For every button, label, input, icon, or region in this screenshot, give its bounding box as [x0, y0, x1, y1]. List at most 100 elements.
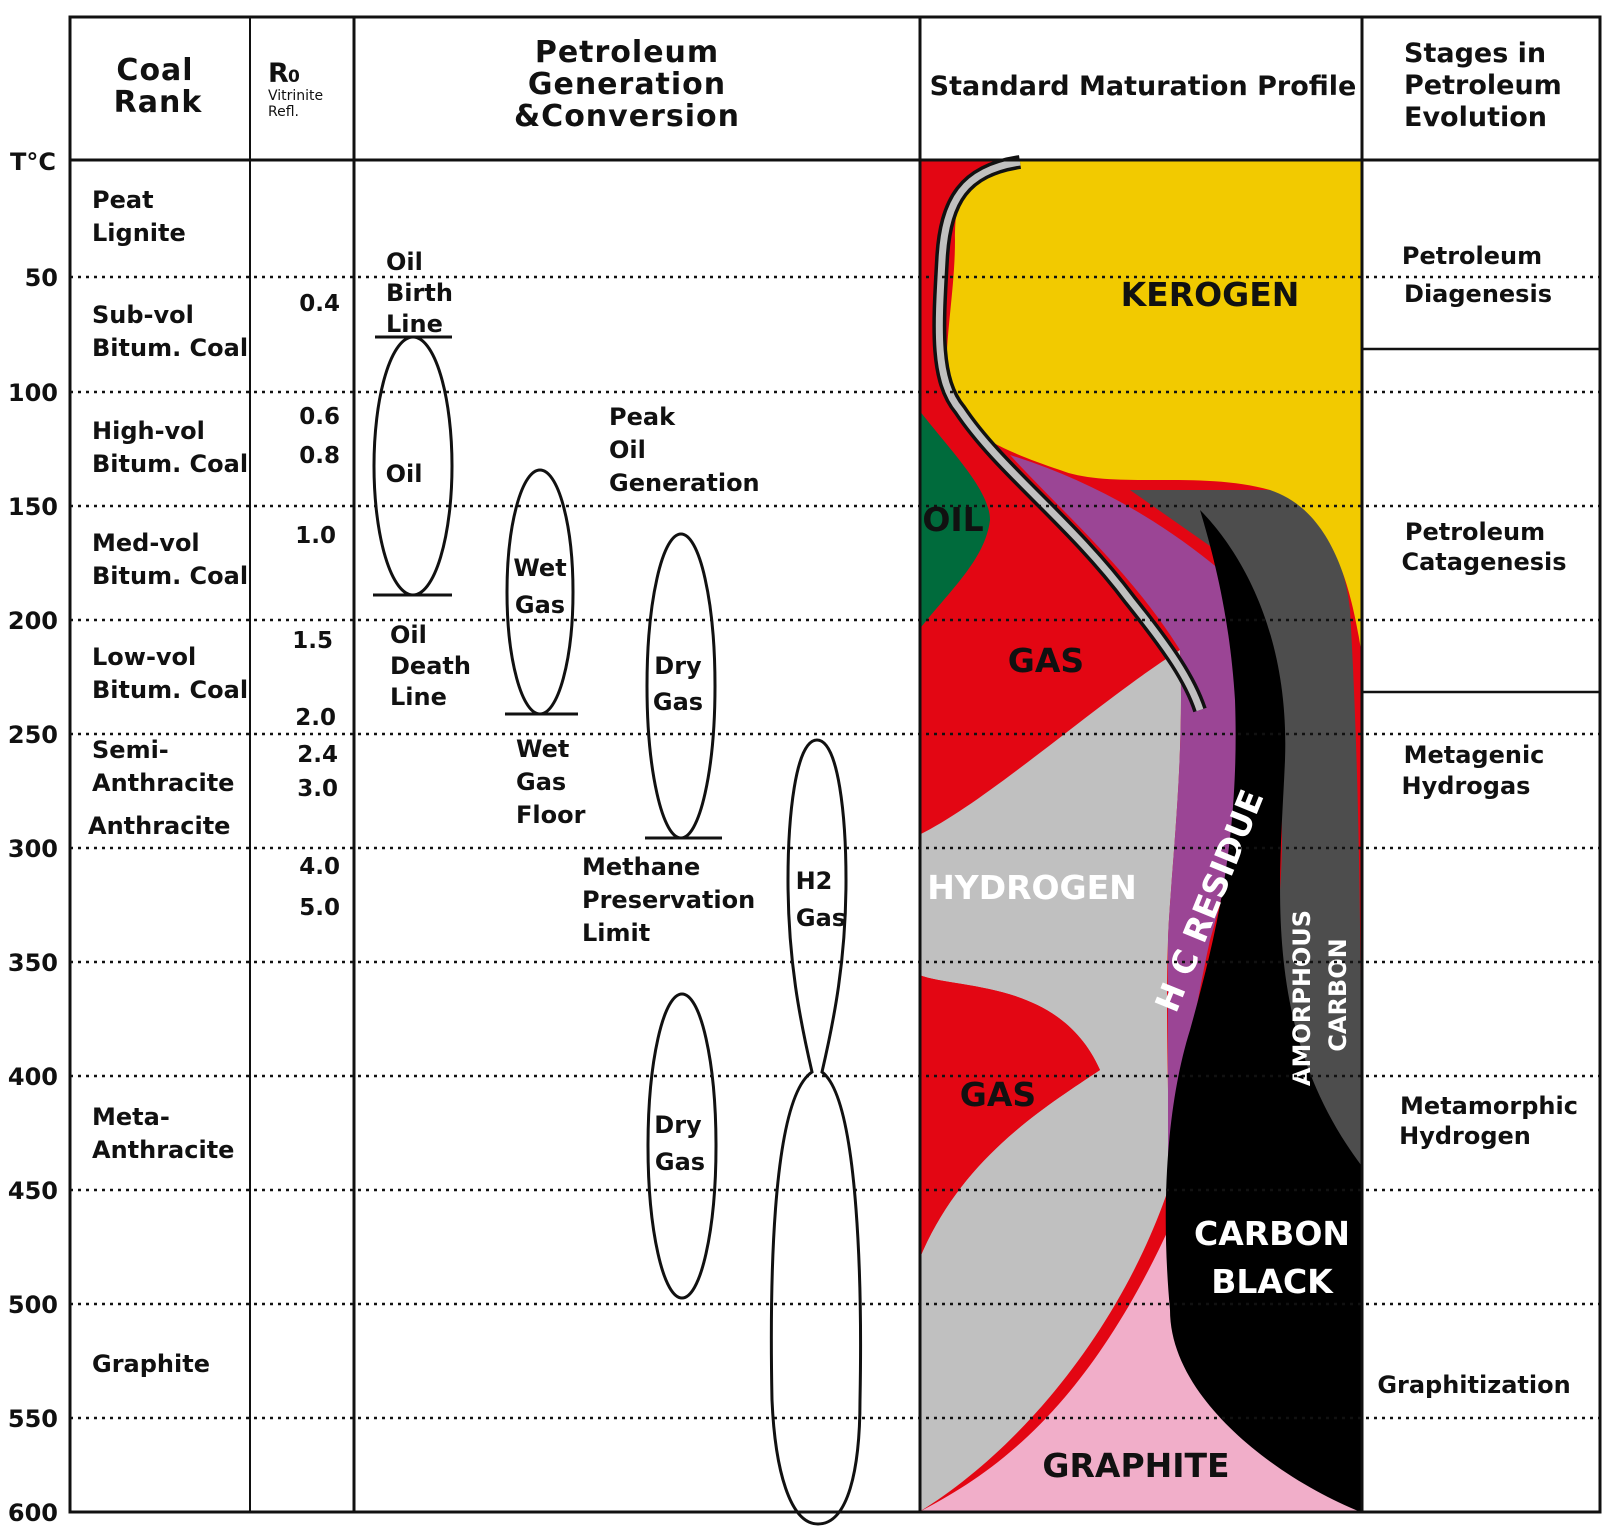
ro-value-0-4: 0.4: [299, 291, 340, 317]
ro-caption-2: Refl.: [268, 104, 299, 120]
stage-diagenesis-1: Petroleum: [1402, 242, 1542, 270]
oil-death-3: Line: [390, 683, 447, 711]
stage-graphitization: Graphitization: [1377, 1371, 1570, 1399]
stages-column: Petroleum Diagenesis Petroleum Catagenes…: [1377, 242, 1578, 1399]
temp-tick-300: 300: [8, 835, 58, 863]
hc-residue-area: [1010, 455, 1243, 1170]
oil-birth-1: Oil: [386, 248, 423, 276]
carbon-black-label-2: BLACK: [1211, 1262, 1334, 1301]
temp-tick-500: 500: [8, 1291, 58, 1319]
stage-hydrogas-2: Hydrogas: [1402, 772, 1531, 800]
temp-tick-400: 400: [8, 1063, 58, 1091]
stages-header-2: Petroleum: [1404, 70, 1562, 101]
stage-catagenesis-2: Catagenesis: [1401, 548, 1566, 576]
kerogen-area: [946, 160, 1361, 650]
coal-rank-subvol-1: Sub-vol: [92, 301, 194, 329]
coal-rank-column: Peat Lignite Sub-vol Bitum. Coal High-vo…: [88, 186, 248, 1378]
temp-tick-150: 150: [8, 493, 58, 521]
ro-value-3-0: 3.0: [297, 776, 338, 802]
wet-gas-2: Gas: [515, 591, 565, 619]
amorphous-label-1: AMORPHOUS: [1288, 910, 1316, 1086]
temp-tick-250: 250: [8, 721, 58, 749]
peak-oil-3: Generation: [609, 469, 760, 497]
maturation-profile: KEROGEN OIL GAS HYDROGEN H C RESIDUE AMO…: [919, 155, 1361, 1512]
temp-tick-200: 200: [8, 607, 58, 635]
petroleum-header-3: &Conversion: [514, 99, 740, 134]
ro-value-0-6: 0.6: [299, 404, 340, 430]
dry-gas-lower-1: Dry: [654, 1111, 702, 1139]
peak-oil-2: Oil: [609, 436, 646, 464]
dry-gas-upper-1: Dry: [654, 652, 702, 680]
coal-rank-lignite: Lignite: [92, 219, 186, 247]
coal-rank-subvol-2: Bitum. Coal: [92, 334, 248, 362]
temp-tick-350: 350: [8, 949, 58, 977]
stage-metamorphic-2: Hydrogen: [1399, 1122, 1531, 1150]
wet-gas-floor-2: Gas: [516, 768, 566, 796]
oil-label: Oil: [386, 460, 423, 488]
wet-gas-floor-1: Wet: [516, 735, 569, 763]
coal-rank-highvol-1: High-vol: [92, 417, 205, 445]
ro-value-2-4: 2.4: [297, 742, 338, 768]
h2-gas-1: H2: [796, 867, 833, 895]
dry-gas-lower-2: Gas: [655, 1148, 705, 1176]
ro-caption-1: Vitrinite: [268, 88, 323, 104]
peak-oil-1: Peak: [609, 403, 676, 431]
oil-death-2: Death: [390, 652, 471, 680]
temp-tick-100: 100: [8, 379, 58, 407]
temp-tick-550: 550: [8, 1405, 58, 1433]
wet-gas-1: Wet: [513, 554, 566, 582]
table-frame: [68, 15, 1602, 1514]
temp-tick-450: 450: [8, 1177, 58, 1205]
stage-hydrogas-1: Metagenic: [1404, 741, 1545, 769]
coal-rank-medvol-1: Med-vol: [92, 529, 200, 557]
coal-rank-header-1: Coal: [116, 53, 193, 88]
stage-diagenesis-2: Diagenesis: [1404, 280, 1552, 308]
ro-header-symbol: R: [268, 58, 289, 89]
hydrogen-area: [919, 650, 1182, 1512]
oil-area: [919, 410, 990, 630]
graphite-profile-label: GRAPHITE: [1042, 1446, 1229, 1485]
temperature-axis: T°C 50 100 150 200 250 300 350 400 450 5…: [8, 148, 58, 1527]
oil-birth-3: Line: [386, 310, 443, 338]
coal-rank-semi-1: Semi-: [92, 736, 169, 764]
stage-metamorphic-1: Metamorphic: [1400, 1092, 1578, 1120]
hydrogen-label: HYDROGEN: [927, 868, 1137, 907]
outer-border: [68, 15, 1602, 1514]
temp-tick-600: 600: [8, 1499, 58, 1527]
vitrinite-column: 0.4 0.6 0.8 1.0 1.5 2.0 2.4 3.0 4.0 5.0: [292, 291, 340, 921]
coal-rank-lowvol-2: Bitum. Coal: [92, 676, 248, 704]
ro-value-1-0: 1.0: [295, 523, 336, 549]
temperature-gridlines: [70, 275, 1600, 1420]
amorphous-label-2: CARBON: [1324, 938, 1352, 1051]
coal-rank-header-2: Rank: [114, 85, 203, 120]
petroleum-header-2: Generation: [528, 67, 726, 102]
headers: Coal Rank R 0 Vitrinite Refl. Petroleum …: [114, 35, 1562, 134]
petroleum-header-1: Petroleum: [535, 35, 719, 70]
temp-tick-50: 50: [25, 264, 58, 292]
oil-death-1: Oil: [390, 621, 427, 649]
coal-rank-medvol-2: Bitum. Coal: [92, 562, 248, 590]
dry-gas-upper-2: Gas: [653, 688, 703, 716]
gas-lower-label: GAS: [960, 1075, 1036, 1114]
coal-rank-anthracite: Anthracite: [88, 812, 230, 840]
dry-gas-upper-ellipse: [645, 532, 717, 840]
stages-header-3: Evolution: [1404, 102, 1547, 133]
stage-catagenesis-1: Petroleum: [1405, 518, 1545, 546]
methane-limit-3: Limit: [582, 919, 650, 947]
h2-gas-2: Gas: [796, 904, 846, 932]
ro-value-5-0: 5.0: [299, 895, 340, 921]
gas-lower-area: [919, 975, 1100, 1260]
ro-header-subscript: 0: [288, 67, 300, 87]
ro-value-2-0: 2.0: [295, 705, 336, 731]
coal-rank-meta-2: Anthracite: [92, 1136, 234, 1164]
coal-rank-semi-2: Anthracite: [92, 769, 234, 797]
profile-header: Standard Maturation Profile: [930, 71, 1357, 102]
ro-value-4-0: 4.0: [299, 854, 340, 880]
dry-gas-lower-ellipse: [646, 992, 718, 1300]
wet-gas-floor-3: Floor: [516, 801, 586, 829]
coal-rank-peat: Peat: [92, 186, 154, 214]
coal-rank-graphite: Graphite: [92, 1350, 210, 1378]
oil-birth-2: Birth: [386, 279, 453, 307]
coal-rank-highvol-2: Bitum. Coal: [92, 450, 248, 478]
